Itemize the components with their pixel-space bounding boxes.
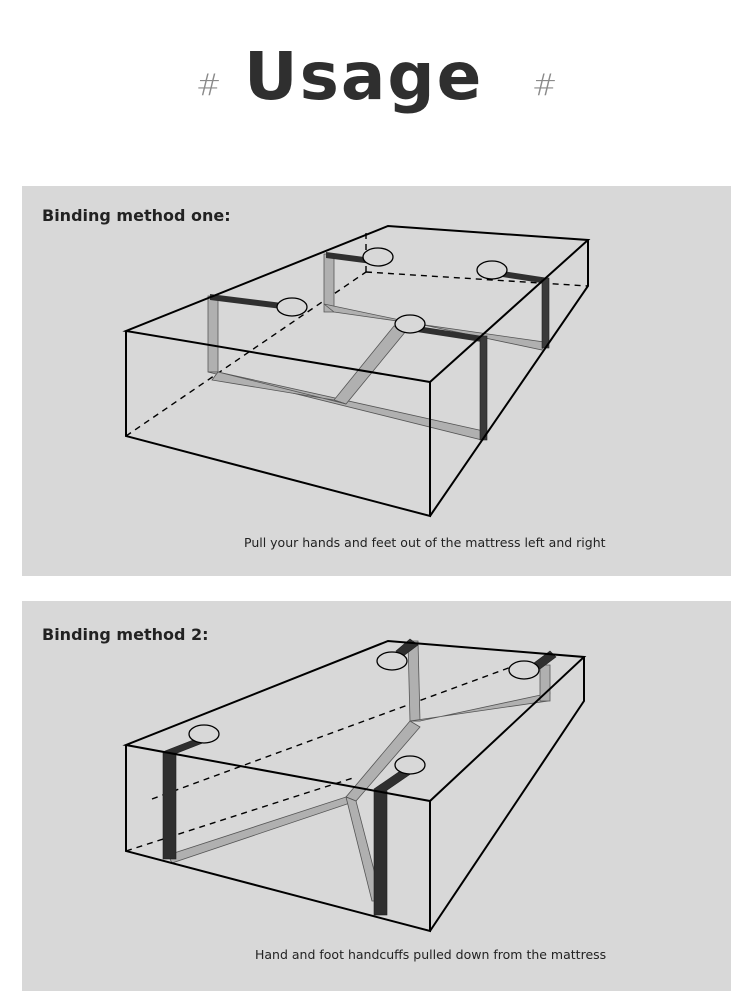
mattress-diagram-two (122, 638, 587, 933)
panel-binding-method-one: Binding method one: Pull your hands and … (22, 186, 731, 576)
hash-left: # (196, 68, 222, 103)
panel-label-one: Binding method one: (42, 206, 231, 225)
buckle-circle-icon (376, 651, 408, 671)
caption-one: Pull your hands and feet out of the matt… (244, 535, 606, 550)
buckles (188, 651, 540, 775)
buckle-circle-icon (394, 755, 426, 775)
mattress-diagram-one (122, 224, 591, 518)
page-title: Usage (244, 38, 484, 115)
buckle-circle-icon (476, 260, 508, 280)
under-straps-light (167, 640, 551, 902)
buckle-circle-icon (276, 297, 308, 317)
panel-label-two: Binding method 2: (42, 625, 209, 644)
buckle-circle-icon (394, 314, 426, 334)
buckles (276, 247, 508, 334)
buckle-circle-icon (362, 247, 394, 267)
box-outline (122, 224, 591, 518)
hash-right: # (532, 68, 558, 103)
under-straps-light (207, 253, 545, 441)
box-outline (122, 639, 587, 933)
title-row: # Usage # (0, 38, 750, 148)
buckle-circle-icon (188, 724, 220, 744)
caption-two: Hand and foot handcuffs pulled down from… (255, 947, 607, 962)
buckle-circle-icon (508, 660, 540, 680)
panel-binding-method-two: Binding method 2: Hand and foot handcuff… (22, 601, 731, 991)
hidden-edges (125, 662, 523, 852)
dark-straps (162, 638, 557, 916)
